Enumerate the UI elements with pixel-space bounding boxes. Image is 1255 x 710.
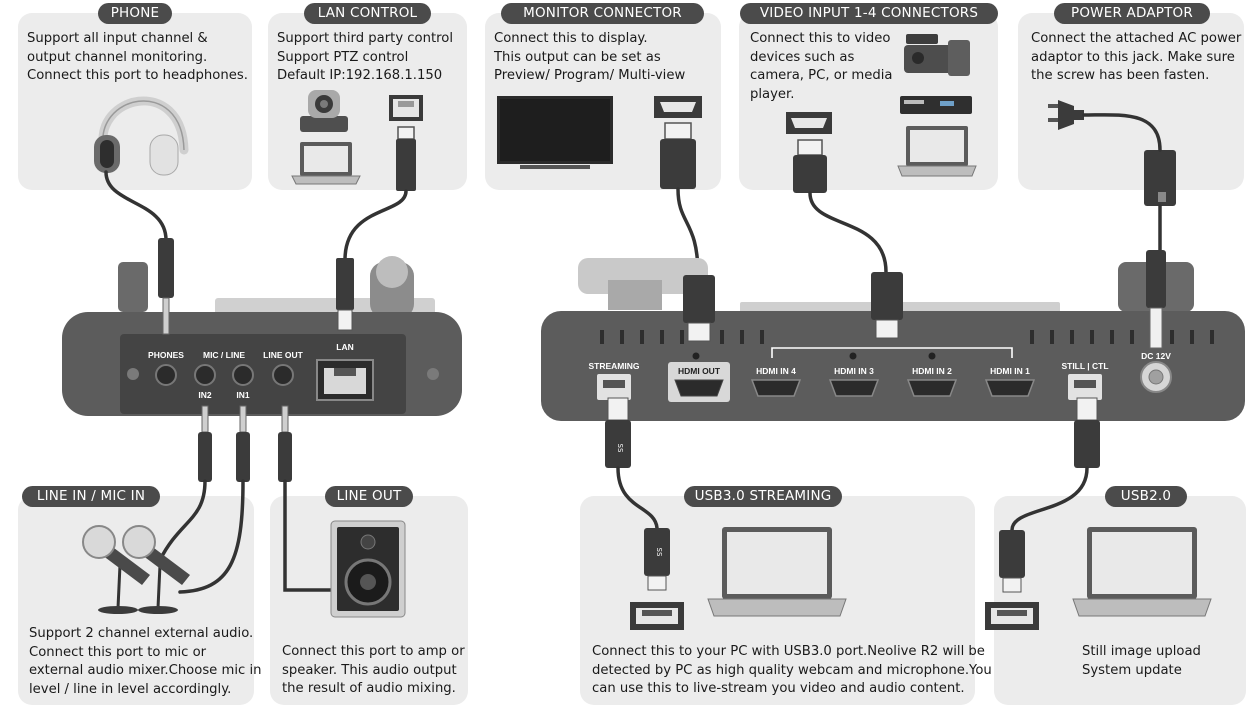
port-label-in2: IN2: [198, 390, 212, 400]
port-label-phones: PHONES: [148, 350, 184, 360]
laptop-icon: [291, 142, 361, 185]
port-label-hdmi-out: HDMI OUT: [678, 366, 721, 376]
power-brick-icon: [1144, 150, 1176, 206]
phone-title: PHONE: [98, 3, 172, 24]
line-in-mic-in-description: Support 2 channel external audio. Connec…: [29, 626, 262, 697]
port-label-still-ctl: STILL | CTL: [1061, 361, 1108, 371]
line-out-title: LINE OUT: [325, 486, 413, 507]
hdmi-plug-icon: [660, 122, 696, 189]
power-adaptor-description: Connect the attached AC power adaptor to…: [1031, 31, 1242, 83]
speaker-icon: [330, 520, 406, 618]
ac-plug-icon: [1048, 100, 1084, 130]
port-label-line-out: LINE OUT: [263, 350, 303, 360]
hdmi-port-icon: [654, 96, 702, 118]
usb2-laptop-icon: [1072, 527, 1212, 617]
usb2-plug-icon: [985, 530, 1039, 630]
monitor-connector-description: Connect this to display. This output can…: [494, 31, 686, 83]
ss-label-2: SS: [655, 548, 663, 557]
dc-plug-icon: [1146, 250, 1166, 349]
microphone-icon: [82, 525, 190, 614]
camcorder-icon: [904, 34, 970, 76]
port-label-hdmi-in-4: HDMI IN 4: [756, 366, 796, 376]
usb3-laptop-icon: [707, 527, 847, 617]
tv-monitor-icon: [497, 96, 613, 169]
usb-plugs-device: SS: [605, 397, 1100, 468]
phone-description: Support all input channel & output chann…: [27, 31, 248, 83]
line-in-mic-in-title: LINE IN / MIC IN: [22, 486, 160, 507]
headphones-icon: [94, 96, 189, 176]
lan-control-title: LAN CONTROL: [304, 3, 431, 24]
cables-top: [104, 113, 1162, 277]
rj45-port-icon: [389, 95, 423, 121]
usb2-description: Still image upload System update: [1082, 644, 1201, 678]
ptz-camera-icon: [300, 90, 348, 132]
port-label-hdmi-in-1: HDMI IN 1: [990, 366, 1030, 376]
port-label-streaming: STREAMING: [589, 361, 640, 371]
headphone-plug-icon: [158, 238, 174, 335]
hdmi-plugs-device: [683, 272, 903, 342]
cables-bottom: [158, 466, 1089, 594]
port-label-in1: IN1: [236, 390, 250, 400]
ss-label-1: SS: [616, 444, 624, 453]
monitor-connector-title: MONITOR CONNECTOR: [501, 3, 704, 24]
port-label-dc12v: DC 12V: [1141, 351, 1171, 361]
video-input-title: VIDEO INPUT 1-4 CONNECTORS: [740, 3, 998, 24]
usb3-streaming-title: USB3.0 STREAMING: [684, 486, 842, 507]
usb2-title: USB2.0: [1105, 486, 1187, 507]
hdmi-port-icon-video: [786, 112, 832, 134]
hdmi-plug-icon-video: [793, 139, 827, 193]
video-input-description: Connect this to video devices such as ca…: [750, 31, 893, 102]
lan-plug-icon: [336, 258, 354, 331]
port-label-hdmi-in-2: HDMI IN 2: [912, 366, 952, 376]
switcher-front-device: [62, 256, 462, 416]
line-out-description: Connect this port to amp or speaker. Thi…: [282, 644, 465, 696]
usb-plug-icon: SS: [630, 528, 684, 630]
usb3-streaming-description: Connect this to your PC with USB3.0 port…: [592, 644, 992, 696]
power-adaptor-title: POWER ADAPTOR: [1054, 3, 1210, 24]
switcher-rear-device: [541, 258, 1245, 421]
port-label-mic-line: MIC / LINE: [203, 350, 245, 360]
audio-plugs: [198, 405, 292, 482]
media-player-icon: [900, 96, 972, 114]
video-laptop-icon: [897, 126, 977, 177]
power-adaptor-panel: [1018, 13, 1244, 190]
port-label-lan: LAN: [336, 342, 353, 352]
rj45-plug-icon: [396, 126, 416, 191]
port-label-hdmi-in-3: HDMI IN 3: [834, 366, 874, 376]
lan-control-description: Support third party control Support PTZ …: [277, 31, 454, 83]
